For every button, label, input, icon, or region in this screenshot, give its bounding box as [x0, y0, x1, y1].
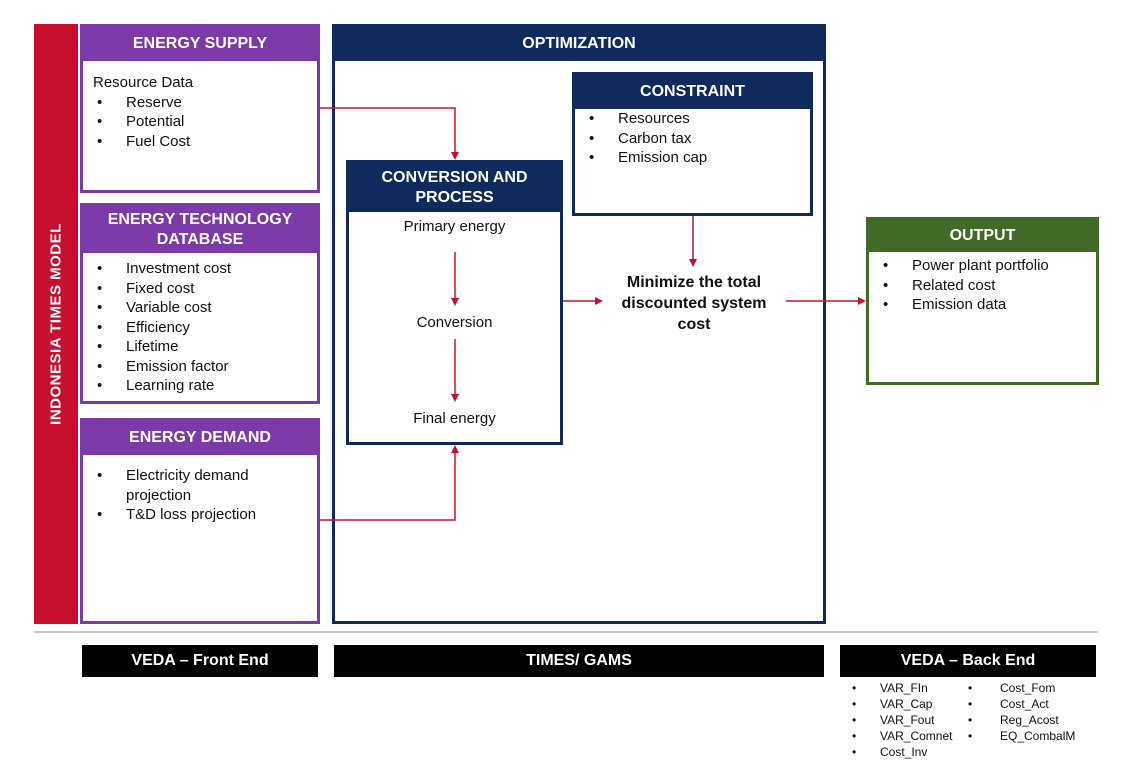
list-item: Fixed cost	[93, 279, 317, 299]
constraint-box: CONSTRAINT Resources Carbon tax Emission…	[572, 72, 813, 216]
list-item: Cost_Act	[968, 696, 1098, 712]
energy-demand-title: ENERGY DEMAND	[83, 421, 317, 455]
energy-demand-box: ENERGY DEMAND Electricity demand project…	[80, 418, 320, 624]
list-item: Emission data	[879, 295, 1096, 315]
objective-text: Minimize the total discounted system cos…	[598, 272, 790, 335]
energy-technology-title: ENERGY TECHNOLOGY DATABASE	[83, 206, 317, 253]
list-item: Cost_Fom	[968, 680, 1098, 696]
list-item: Reg_Acost	[968, 712, 1098, 728]
list-item: Variable cost	[93, 298, 317, 318]
list-item: Power plant portfolio	[879, 256, 1096, 276]
list-item: Emission cap	[585, 148, 810, 168]
constraint-list: Resources Carbon tax Emission cap	[575, 109, 810, 168]
veda-front-end-label: VEDA – Front End	[82, 645, 318, 677]
objective-line2: discounted system	[621, 295, 767, 312]
constraint-title: CONSTRAINT	[575, 75, 810, 109]
list-item: VAR_Fout	[852, 712, 972, 728]
energy-supply-list: Reserve Potential Fuel Cost	[93, 93, 317, 152]
veda-back-end-label: VEDA – Back End	[840, 645, 1096, 677]
list-item: Investment cost	[93, 259, 317, 279]
resource-data-label: Resource Data	[93, 74, 194, 91]
optimization-title: OPTIMIZATION	[335, 27, 823, 61]
final-energy-label: Final energy	[413, 410, 496, 427]
energy-supply-title: ENERGY SUPPLY	[83, 27, 317, 61]
list-item: Resources	[585, 109, 810, 129]
conversion-title-line1: CONVERSION AND	[381, 168, 528, 186]
primary-energy-label: Primary energy	[403, 218, 506, 235]
conversion-step-label: Conversion	[416, 314, 493, 331]
list-item: VAR_FIn	[852, 680, 972, 696]
list-item: T&D loss projection	[93, 505, 297, 525]
list-item: Cost_Inv	[852, 744, 972, 760]
list-item: EQ_CombalM	[968, 728, 1098, 744]
output-title: OUTPUT	[869, 220, 1096, 252]
times-gams-label: TIMES/ GAMS	[334, 645, 824, 677]
list-item: Efficiency	[93, 318, 317, 338]
energy-technology-box: ENERGY TECHNOLOGY DATABASE Investment co…	[80, 203, 320, 404]
list-item: Related cost	[879, 276, 1096, 296]
list-item: Reserve	[93, 93, 317, 113]
list-item: Emission factor	[93, 357, 317, 377]
model-label-bar: INDONESIA TIMES MODEL	[34, 24, 78, 624]
list-item: Learning rate	[93, 376, 317, 396]
list-item: Carbon tax	[585, 129, 810, 149]
energy-demand-list: Electricity demand projection T&D loss p…	[83, 455, 317, 525]
list-item: VAR_Comnet	[852, 728, 972, 744]
arrow-demand-to-conversion	[320, 445, 459, 521]
energy-technology-list: Investment cost Fixed cost Variable cost…	[83, 253, 317, 396]
list-item: Fuel Cost	[93, 132, 317, 152]
list-item: Electricity demand projection	[93, 466, 297, 505]
list-item: VAR_Cap	[852, 696, 972, 712]
conversion-title-line2: PROCESS	[415, 188, 494, 206]
arrow-supply-to-conversion	[320, 107, 459, 160]
conversion-title: CONVERSION AND PROCESS	[349, 163, 560, 212]
objective-line3: cost	[677, 316, 711, 333]
output-list: Power plant portfolio Related cost Emiss…	[869, 252, 1096, 315]
objective-line1: Minimize the total	[626, 274, 762, 291]
energy-technology-title-line1: ENERGY TECHNOLOGY	[107, 210, 293, 228]
energy-technology-title-line2: DATABASE	[156, 230, 244, 248]
back-end-list-col1: VAR_FIn VAR_Cap VAR_Fout VAR_Comnet Cost…	[852, 680, 972, 760]
list-item: Lifetime	[93, 337, 317, 357]
list-item: Potential	[93, 112, 317, 132]
back-end-list-col2: Cost_Fom Cost_Act Reg_Acost EQ_CombalM	[968, 680, 1098, 744]
energy-supply-box: ENERGY SUPPLY Resource Data Reserve Pote…	[80, 24, 320, 193]
output-box: OUTPUT Power plant portfolio Related cos…	[866, 217, 1099, 385]
